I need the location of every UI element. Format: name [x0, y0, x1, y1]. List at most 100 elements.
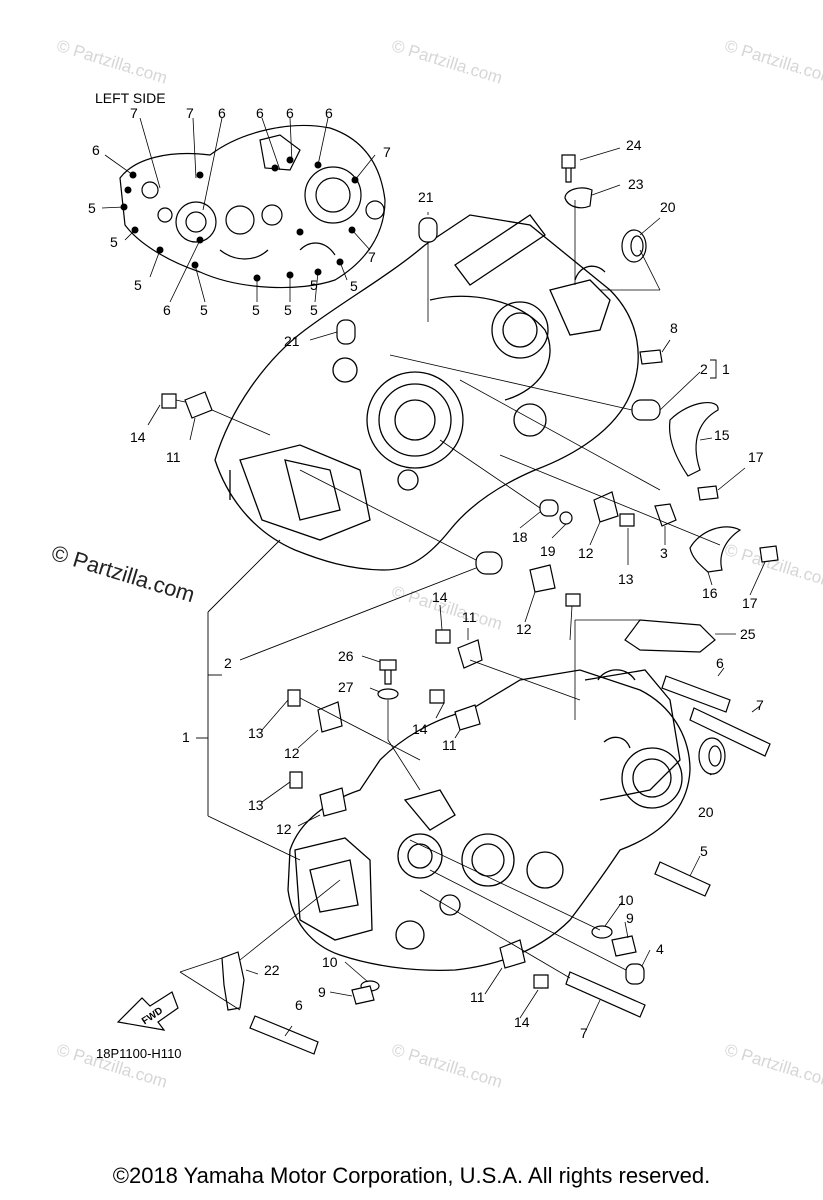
- bracket-12-mid: [529, 564, 556, 593]
- callout-upper: 3: [660, 545, 668, 561]
- upper-case-outline: [214, 214, 639, 571]
- callout-lower: 9: [626, 910, 634, 926]
- callout-lower: 25: [740, 626, 756, 642]
- callout-inset: 5: [110, 234, 118, 250]
- plate-11-lower-c: [499, 939, 526, 969]
- callout-lower: 10: [322, 954, 338, 970]
- bolt-13-lower-b: [289, 771, 303, 789]
- lower-case-outline: [287, 669, 691, 971]
- upper-parts: [161, 154, 779, 607]
- callout-lower: 26: [338, 648, 354, 664]
- bolt-24: [561, 154, 576, 183]
- inset-heading: LEFT SIDE: [95, 90, 166, 106]
- callout-upper: 12: [578, 545, 594, 561]
- bracket-12-lower-a: [317, 701, 343, 733]
- callout-lower: 13: [248, 725, 264, 741]
- callout-upper: 1: [722, 361, 730, 377]
- callout-upper: 12: [516, 621, 532, 637]
- plate-11-lower-a: [457, 639, 483, 669]
- callout-upper: 19: [540, 543, 556, 559]
- dowel-21-mid: [336, 319, 356, 345]
- bolt-5: [654, 861, 711, 897]
- callout-upper: 15: [714, 427, 730, 443]
- callout-upper: 21: [418, 189, 434, 205]
- callout-inset: 6: [218, 105, 226, 121]
- upper-crankcase: [214, 214, 639, 571]
- bolt-14-lower-a: [435, 629, 451, 644]
- left-side-inset: [119, 125, 386, 289]
- plug-9-left: [351, 985, 375, 1005]
- bolt-6-lower: [661, 675, 731, 713]
- callout-lower: 5: [700, 843, 708, 859]
- lower-crankcase: [287, 669, 691, 971]
- callout-lower: 13: [248, 797, 264, 813]
- callout-lower: 10: [618, 892, 634, 908]
- callout-lower: 14: [432, 589, 448, 605]
- plate-16: [689, 526, 742, 573]
- dowel-21-top: [418, 217, 438, 243]
- callout-lower: 12: [276, 821, 292, 837]
- callout-upper: 18: [512, 529, 528, 545]
- callout-inset: 6: [286, 105, 294, 121]
- callout-inset: 6: [325, 105, 333, 121]
- callout-upper: 17: [742, 595, 758, 611]
- bracket-12-upper: [593, 491, 619, 523]
- callout-lower: 11: [462, 609, 477, 625]
- callout-lower: 4: [656, 941, 664, 957]
- callout-inset: 6: [92, 142, 100, 158]
- callout-inset: 5: [252, 302, 260, 318]
- callout-lower: 7: [580, 1025, 588, 1041]
- callout-lower: 12: [284, 745, 300, 761]
- callout-lower: 14: [514, 1014, 530, 1030]
- callout-upper: 21: [284, 333, 300, 349]
- lower-parts: [221, 619, 771, 1055]
- callout-lower: 27: [338, 679, 354, 695]
- inset-bearing-right: [304, 166, 362, 224]
- bolt-14-lower-c: [533, 974, 549, 989]
- bolt-17-upper: [697, 485, 719, 501]
- callout-inset: 6: [163, 302, 171, 318]
- clamp-23: [564, 187, 593, 209]
- callout-lower: 11: [470, 989, 485, 1005]
- callout-upper: 16: [702, 585, 718, 601]
- callout-lower: 6: [295, 997, 303, 1013]
- callout-inset: 7: [130, 105, 138, 121]
- bolt-13-upper: [619, 513, 635, 527]
- crank-bearing-upper: [366, 371, 464, 469]
- inset-bearing-left: [175, 201, 217, 243]
- callout-inset: 6: [256, 105, 264, 121]
- upper-leader-lines: [147, 147, 766, 641]
- callout-lower: 6: [716, 655, 724, 671]
- lower-leader-lines: [179, 604, 761, 1037]
- bolt-7-lower-b: [565, 971, 646, 1018]
- callout-upper: 17: [748, 449, 764, 465]
- plate-15: [668, 402, 719, 477]
- bolt-26: [379, 659, 397, 685]
- bolt-13-mid: [565, 593, 581, 607]
- dowel-2-upper: [631, 399, 661, 421]
- callout-lower: 14: [412, 721, 428, 737]
- callout-inset: 5: [88, 200, 96, 216]
- bolt-17-lower: [759, 545, 779, 563]
- callout-inset: 7: [186, 105, 194, 121]
- callout-inset: 5: [134, 277, 142, 293]
- callout-upper: 24: [626, 137, 642, 153]
- plug-9-right: [611, 935, 637, 957]
- callout-upper: 20: [660, 199, 676, 215]
- assembly-bracket: [196, 359, 717, 861]
- callout-lower: 22: [264, 962, 280, 978]
- bracket-22: [221, 951, 245, 1011]
- callout-inset: 7: [383, 144, 391, 160]
- cylinder-mount: [584, 669, 681, 801]
- plate-11-upper: [184, 391, 213, 419]
- callout-lower: 7: [756, 697, 764, 713]
- copyright-footer: ©2018 Yamaha Motor Corporation, U.S.A. A…: [112, 1163, 711, 1188]
- dowel-4: [625, 963, 645, 985]
- inset-leader-lines: [101, 117, 376, 303]
- diagram-code: 18P1100-H110: [96, 1046, 182, 1061]
- washer-27: [377, 688, 399, 700]
- callout-inset: 5: [200, 302, 208, 318]
- dowel-18: [539, 499, 559, 517]
- callout-inset: 5: [350, 278, 358, 294]
